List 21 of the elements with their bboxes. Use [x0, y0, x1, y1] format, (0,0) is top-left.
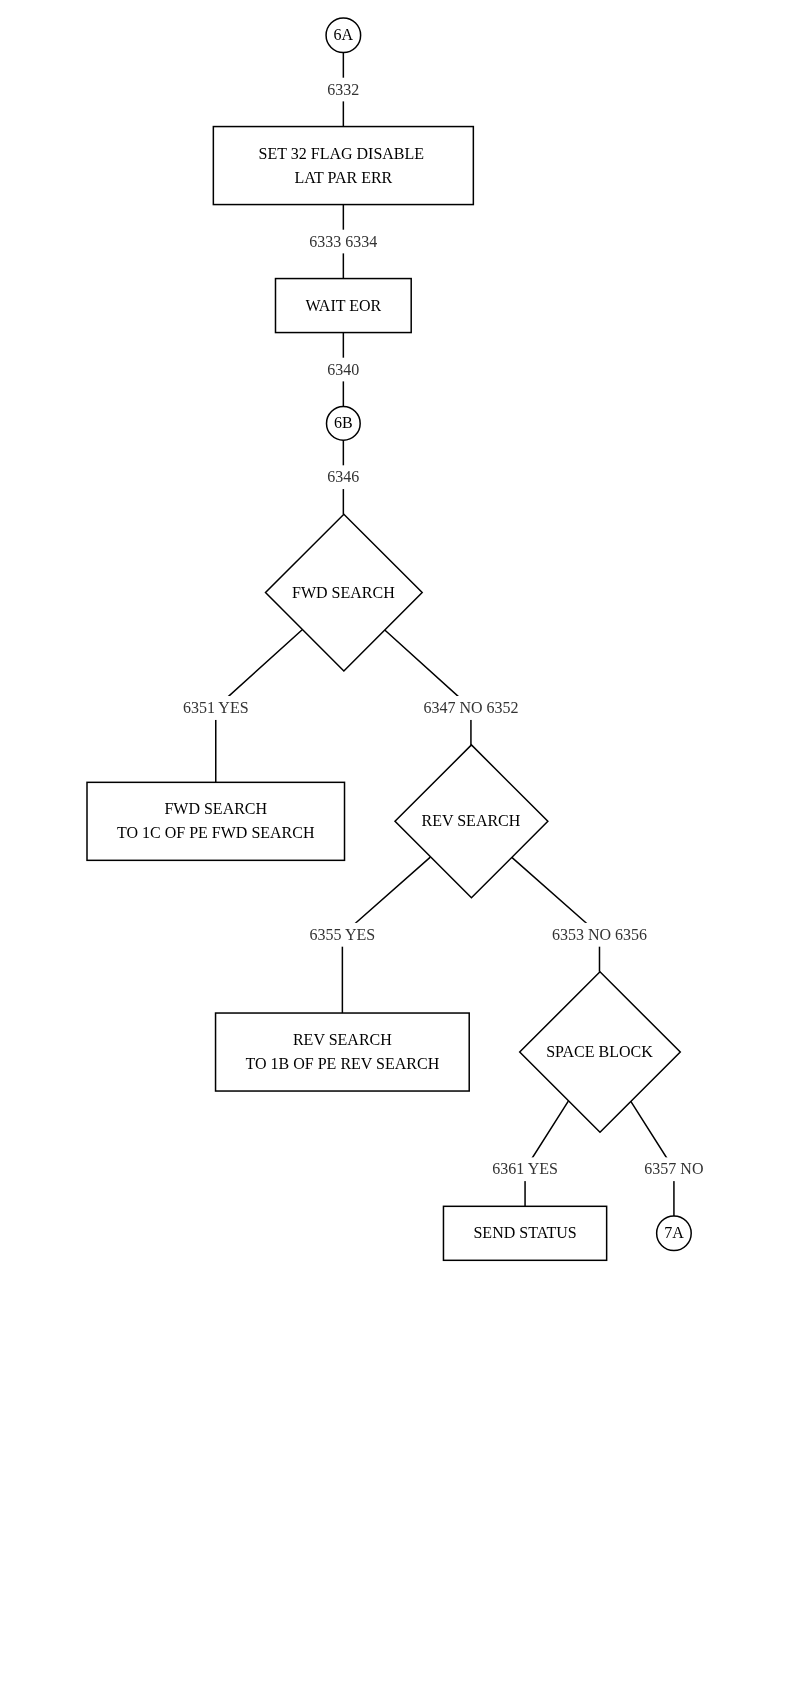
node-circle: 6B [325, 405, 361, 441]
node-diamond: FWD SEARCH [264, 513, 423, 672]
node-diamond: SPACE BLOCK [518, 970, 682, 1134]
edge-label: 6333 6334 [309, 232, 378, 250]
node-box: WAIT EOR [274, 277, 412, 334]
node-box: FWD SEARCH TO 1C OF PE FWD SEARCH [86, 781, 345, 862]
edge-label: 6353 NO 6356 [551, 925, 647, 943]
node-diamond: REV SEARCH [393, 743, 549, 899]
edge-label: 6340 [327, 360, 360, 378]
edge-label: 6361 YES [491, 1160, 558, 1178]
node-circle: 7A [655, 1215, 692, 1252]
node-box: REV SEARCH TO 1B OF PE REV SEARCH [214, 1012, 470, 1092]
edge-label: 6351 YES [182, 698, 249, 716]
edge-label: 6347 NO 6352 [423, 698, 519, 716]
edge-label: 6332 [327, 80, 360, 98]
edge-label: 6357 NO [644, 1160, 704, 1178]
edge-label: 6346 [327, 468, 360, 486]
node-box: SET 32 FLAG DISABLE LAT PAR ERR [212, 125, 474, 206]
node-circle: 6A [325, 17, 362, 54]
node-box: SEND STATUS [442, 1205, 608, 1262]
edge-label: 6355 YES [309, 925, 375, 943]
